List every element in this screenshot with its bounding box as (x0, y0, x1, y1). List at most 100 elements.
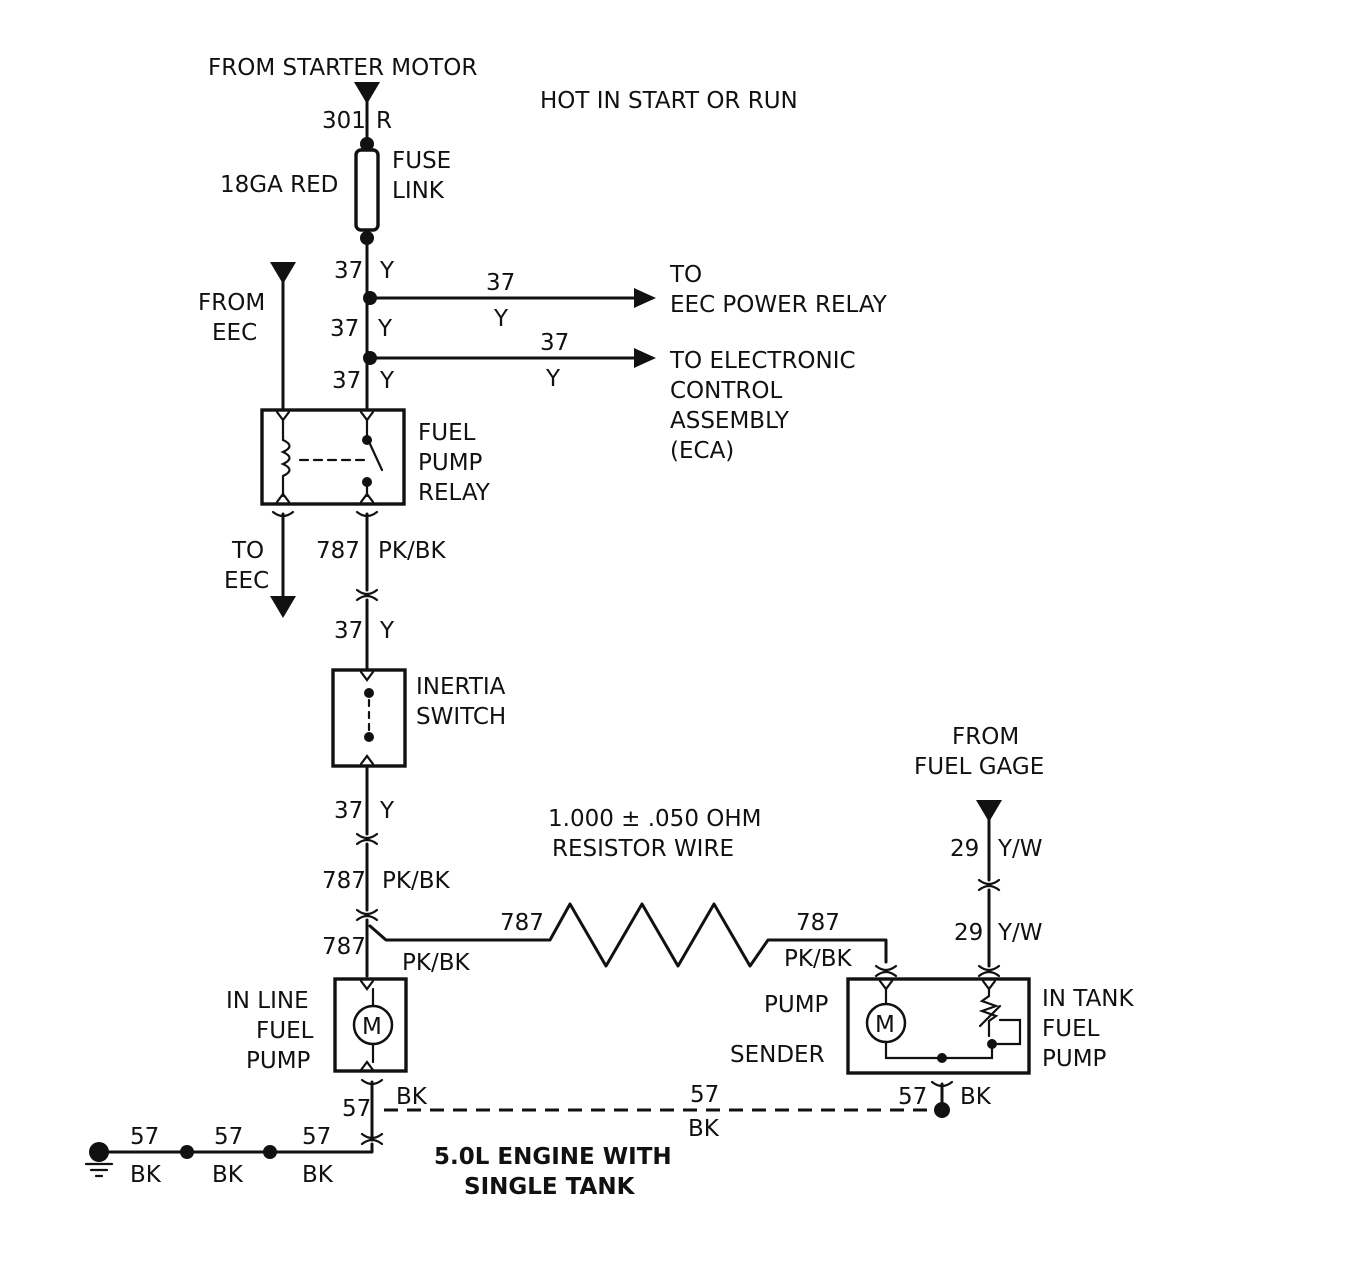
wire-37-number: 37 (334, 618, 363, 644)
connector-symbol (359, 492, 375, 504)
footer-tank-label: SINGLE TANK (464, 1174, 636, 1200)
wire-57-number: 57 (214, 1124, 243, 1150)
relay-coil-icon (280, 438, 291, 478)
from-label: FROM (198, 290, 265, 316)
connector-symbol (977, 970, 1001, 978)
inertia-contact-dot (364, 732, 374, 742)
from-label: FROM (952, 724, 1019, 750)
wire-301-color: R (376, 108, 392, 134)
wire-37-color: Y (377, 316, 393, 342)
link-label: LINK (392, 178, 445, 204)
wire-37-number: 37 (334, 798, 363, 824)
fuel-gage-label: FUEL GAGE (914, 754, 1044, 780)
connector-symbol (981, 979, 997, 991)
connector-symbol (360, 1138, 384, 1146)
splice-dot (180, 1145, 194, 1159)
fuse-link-symbol (354, 148, 380, 232)
connector-symbol (977, 964, 1001, 972)
fuel-label: FUEL (256, 1018, 314, 1044)
pump-label: PUMP (1042, 1046, 1107, 1072)
inertia-contact-dot (364, 688, 374, 698)
connector-symbol (355, 594, 379, 602)
connector-symbol (977, 884, 1001, 892)
fuel-gage-arrow-icon (976, 800, 1002, 822)
switch-label: SWITCH (416, 704, 506, 730)
connector-symbol (874, 970, 898, 978)
fuse-link-gauge-label: 18GA RED (220, 172, 338, 198)
starter-feed-arrow-icon (354, 82, 380, 104)
connector-symbol (878, 979, 894, 991)
in-tank-label: IN TANK (1042, 986, 1135, 1012)
wire-29-color: Y/W (997, 836, 1043, 862)
in-line-label: IN LINE (226, 988, 309, 1014)
eca-arrow-icon (634, 348, 656, 368)
resistor-value-label: 1.000 ± .050 OHM (548, 806, 762, 832)
wire-37-color: Y (379, 368, 395, 394)
wire-57-number: 57 (302, 1124, 331, 1150)
wire-29-number: 29 (950, 836, 979, 862)
connector-symbol (355, 832, 379, 840)
resistor-wire-label: RESISTOR WIRE (552, 836, 734, 862)
wire-787-color: PK/BK (378, 538, 446, 564)
wire-57-color: BK (396, 1084, 428, 1110)
wire-57-color: BK (302, 1162, 334, 1188)
connector-symbol (359, 670, 375, 682)
wire-37-color: Y (379, 258, 395, 284)
sender-wiper-loop (994, 1018, 1022, 1046)
connector-symbol (355, 838, 379, 846)
motor-m-letter: M (875, 1012, 895, 1038)
wire-787-color: PK/BK (382, 868, 450, 894)
eec-label: EEC (224, 568, 269, 594)
wire-37-color: Y (493, 306, 509, 332)
relay-label: RELAY (418, 480, 491, 506)
from-eec-arrow-icon (270, 262, 296, 284)
wire-787-color: PK/BK (784, 946, 852, 972)
wire-301-number: 301 (322, 108, 366, 134)
wire-787-number: 787 (322, 868, 366, 894)
motor-m-letter: M (362, 1014, 382, 1040)
inertia-label: INERTIA (416, 674, 506, 700)
fuel-label: FUEL (418, 420, 476, 446)
eec-power-relay-arrow-icon (634, 288, 656, 308)
connector-symbol (275, 492, 291, 504)
wire-37-number: 37 (330, 316, 359, 342)
connector-symbol (355, 908, 379, 916)
wire-787-color: PK/BK (402, 950, 470, 976)
wire-57-color: BK (960, 1084, 992, 1110)
wire-787-number: 787 (322, 934, 366, 960)
connector-symbol (359, 979, 375, 991)
splice-dot (934, 1102, 950, 1118)
connector-symbol (359, 754, 375, 766)
wire-57-number: 57 (690, 1082, 719, 1108)
control-label: CONTROL (670, 378, 783, 404)
assembly-label: ASSEMBLY (670, 408, 790, 434)
wire-37-number: 37 (334, 258, 363, 284)
wire-37-color: Y (379, 618, 395, 644)
splice-dot (263, 1145, 277, 1159)
fuel-label: FUEL (1042, 1016, 1100, 1042)
to-label: TO (669, 262, 702, 288)
wire-37-number: 37 (540, 330, 569, 356)
pump-label: PUMP (418, 450, 483, 476)
connector-symbol (359, 1060, 375, 1072)
from-starter-motor-label: FROM STARTER MOTOR (208, 55, 477, 81)
sender-ground-dot (937, 1053, 947, 1063)
sender-wiper-arrow (978, 1004, 1002, 1028)
pump-label: PUMP (246, 1048, 311, 1074)
wire-57-color: BK (688, 1116, 720, 1142)
eec-label: EEC (212, 320, 257, 346)
sender-rheostat-icon (978, 987, 1000, 1038)
wire-57-number: 57 (130, 1124, 159, 1150)
in-tank-fuel-pump-box (846, 977, 1031, 1075)
connector-symbol (977, 878, 1001, 886)
eec-power-relay-label: EEC POWER RELAY (670, 292, 888, 318)
pump-label: PUMP (764, 992, 829, 1018)
sender-label: SENDER (730, 1042, 825, 1068)
splice-dot (360, 137, 374, 151)
wire-29-color: Y/W (997, 920, 1043, 946)
to-label: TO (231, 538, 264, 564)
relay-switch-arm (368, 442, 384, 472)
wire-37-color: Y (379, 798, 395, 824)
wire-37-color: Y (545, 366, 561, 392)
